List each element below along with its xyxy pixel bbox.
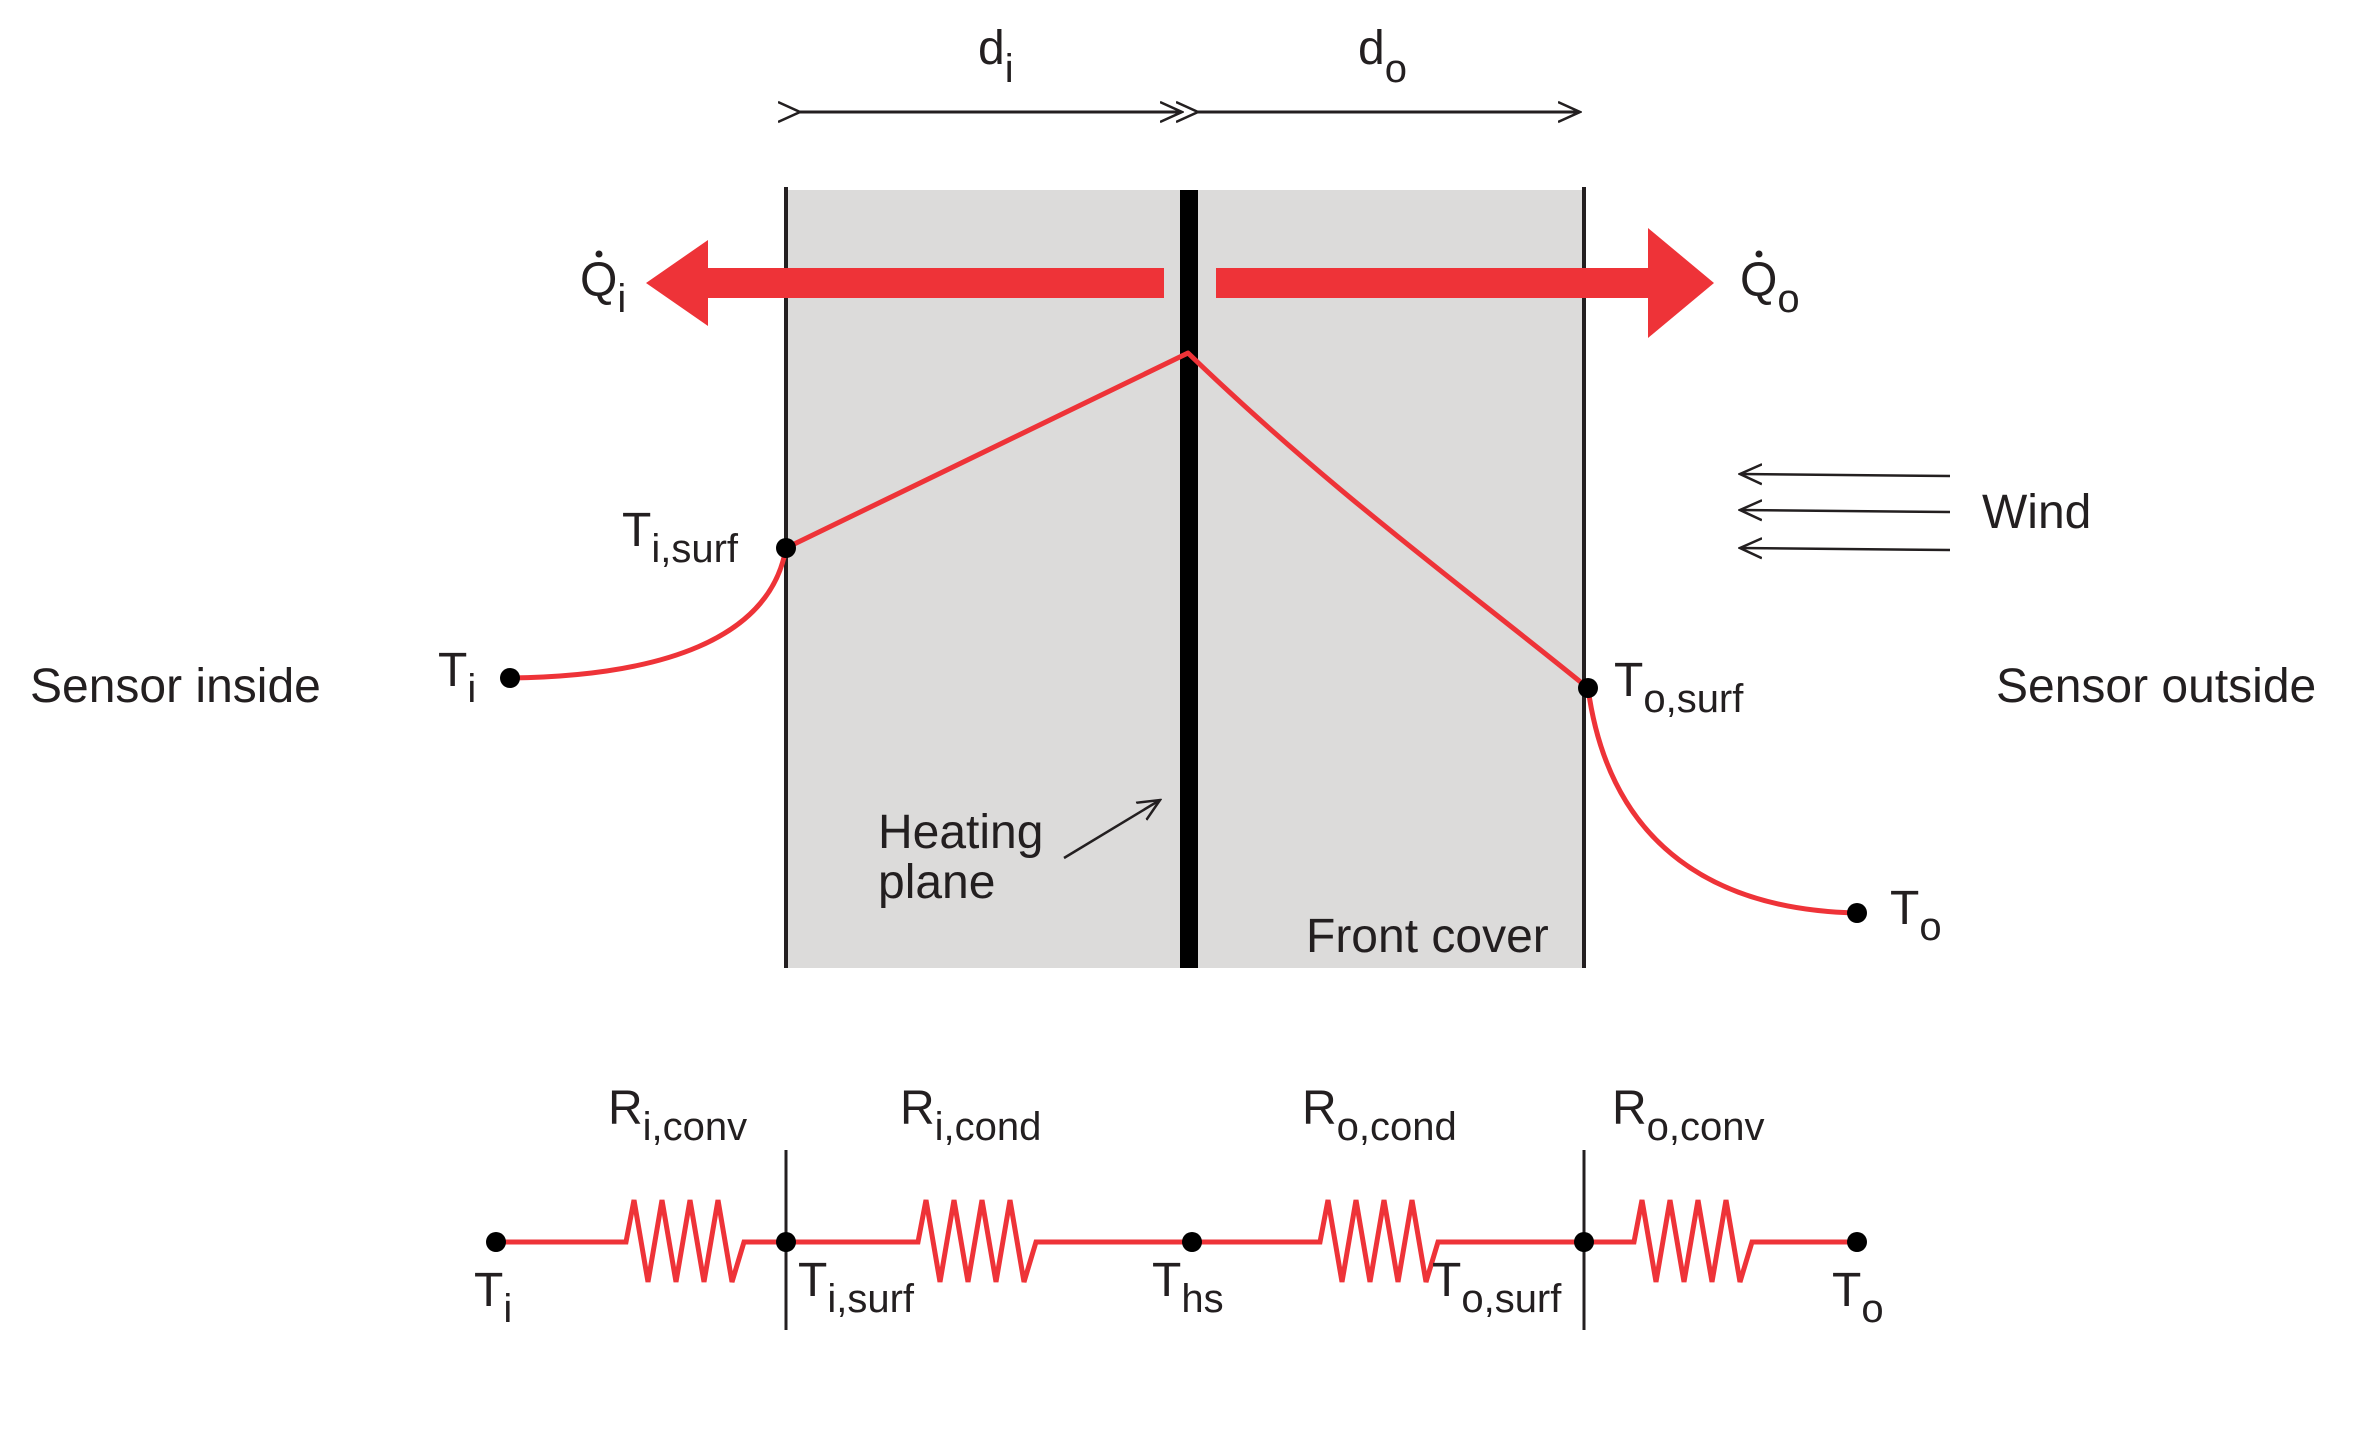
circuit-t-i-label: Ti — [474, 1264, 512, 1331]
temperature-profile-curve — [509, 350, 1858, 916]
t-o-surf-node — [1578, 678, 1598, 698]
circuit-t-o-label: To — [1832, 1264, 1884, 1331]
q-o-label: Qo — [1740, 254, 1800, 321]
heating-plane-label-line2: plane — [878, 856, 995, 909]
d-i-label: di — [978, 22, 1014, 91]
r-o-cond-label: Ro,cond — [1302, 1082, 1457, 1149]
t-o-label: To — [1890, 882, 1942, 949]
t-o-node — [1847, 903, 1867, 923]
q-i-dot-mark — [595, 250, 603, 258]
circuit-node-t-o-surf — [1574, 1232, 1594, 1252]
q-o-dot-mark — [1755, 250, 1763, 258]
heating-plane-label-line1: Heating — [878, 806, 1043, 859]
wind-arrow-2 — [1740, 510, 1951, 512]
wind-arrow-1 — [1740, 474, 1951, 476]
t-i-label: Ti — [438, 644, 476, 711]
wind-arrow-3 — [1740, 548, 1951, 550]
circuit-node-t-i — [486, 1232, 506, 1252]
circuit-node-t-hs — [1182, 1232, 1202, 1252]
circuit-t-o-surf-label: To,surf — [1432, 1254, 1562, 1321]
t-i-surf-node — [776, 538, 796, 558]
r-i-cond-label: Ri,cond — [900, 1082, 1041, 1149]
circuit-t-i-surf-label: Ti,surf — [798, 1254, 915, 1321]
q-i-label: Qi — [580, 254, 626, 321]
front-cover-label: Front cover — [1306, 910, 1549, 963]
q-o-heat-flow-arrow — [1216, 228, 1714, 338]
sensor-outside-label: Sensor outside — [1996, 660, 2316, 713]
r-i-conv-label: Ri,conv — [608, 1082, 747, 1149]
q-i-heat-flow-arrow — [646, 240, 1164, 326]
wind-label: Wind — [1982, 486, 2091, 539]
inner-layer-panel — [786, 190, 1186, 968]
thermal-resistance-circuit: Ri,conv Ri,cond Ro,cond Ro,conv Ti Ti,su… — [474, 1082, 1884, 1331]
circuit-wire — [496, 1199, 1857, 1283]
t-i-node — [500, 668, 520, 688]
t-o-surf-label: To,surf — [1614, 654, 1744, 721]
front-cover-panel — [1186, 190, 1584, 968]
heating-plane-pointer — [1063, 800, 1160, 860]
heating-plane-bar — [1180, 190, 1198, 968]
circuit-node-t-i-surf — [776, 1232, 796, 1252]
sensor-inside-label: Sensor inside — [30, 660, 321, 713]
d-o-label: do — [1358, 22, 1407, 91]
t-i-surf-label: Ti,surf — [622, 504, 739, 571]
r-o-conv-label: Ro,conv — [1612, 1082, 1765, 1149]
circuit-t-hs-label: Ths — [1152, 1254, 1224, 1321]
circuit-node-t-o — [1847, 1232, 1867, 1252]
